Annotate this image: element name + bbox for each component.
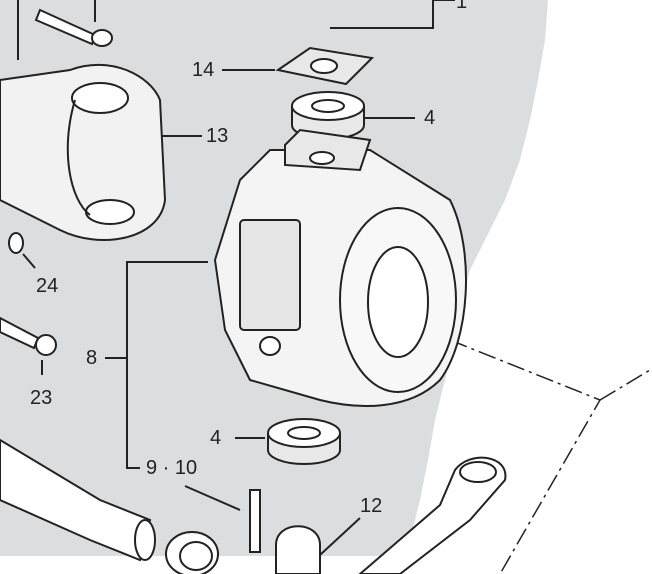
label-part-4-top: 4	[424, 107, 436, 129]
leader-lines	[17, 0, 455, 511]
bolt-top	[34, 8, 113, 47]
bolt-part-23	[0, 316, 57, 356]
seal-ring	[165, 531, 219, 574]
label-part-14: 14	[192, 59, 215, 81]
label-part-8: 8	[86, 347, 98, 369]
label-part-4-bottom: 4	[210, 427, 222, 449]
stud-part-9-10	[249, 489, 261, 553]
steering-arm	[358, 456, 507, 574]
gasket-part-14	[275, 46, 375, 86]
washer-part-24	[8, 232, 24, 254]
label-part-9-10: 9 · 10	[146, 457, 198, 479]
nut-part-12	[275, 517, 361, 574]
label-part-24: 24	[36, 275, 59, 297]
label-part-23: 23	[30, 387, 53, 409]
splined-shaft	[0, 438, 156, 562]
yoke-part-13	[0, 63, 167, 241]
label-part-12: 12	[360, 495, 383, 517]
dash-dot-axis-lines	[449, 339, 651, 574]
steering-knuckle-part-8	[213, 128, 467, 407]
label-part-1: 1	[456, 0, 468, 13]
bearing-part-4-bottom	[267, 418, 341, 465]
label-part-13: 13	[206, 125, 229, 147]
